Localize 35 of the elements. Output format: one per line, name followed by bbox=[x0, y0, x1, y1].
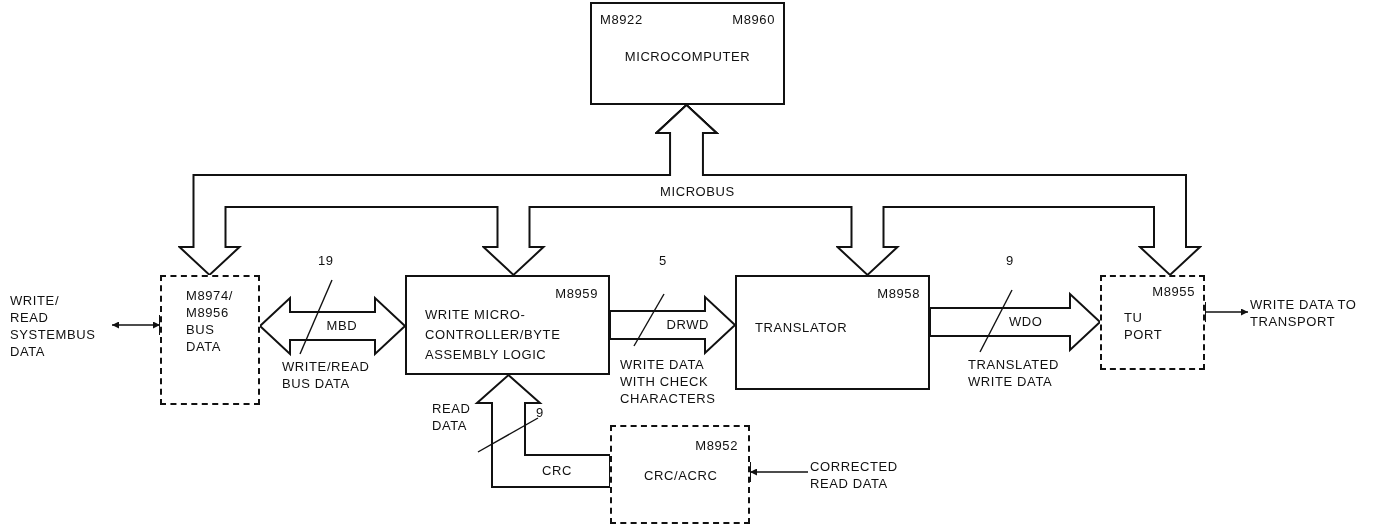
part-number: M8955 bbox=[1152, 283, 1195, 300]
block-box bbox=[405, 275, 610, 375]
bus-label: WDO bbox=[1007, 314, 1045, 329]
part-number: M8959 bbox=[555, 285, 598, 302]
signal-label: TRANSLATED WRITE DATA bbox=[968, 356, 1060, 390]
block-label: MICROCOMPUTER bbox=[623, 48, 752, 65]
signal-label: WRITE/ READ SYSTEMBUS DATA bbox=[10, 292, 96, 360]
signal-label: READ DATA bbox=[432, 400, 471, 434]
bus-width-number: 9 bbox=[1006, 252, 1014, 269]
part-number: M8922 bbox=[600, 11, 643, 28]
part-number: M8960 bbox=[732, 11, 775, 28]
dashed-block-box bbox=[160, 275, 260, 405]
signal-label: WRITE/READ BUS DATA bbox=[282, 358, 371, 392]
dashed-block-box bbox=[1100, 275, 1205, 370]
part-number: M8958 bbox=[877, 285, 920, 302]
bus-arrow bbox=[474, 373, 611, 488]
block-box bbox=[590, 2, 785, 105]
bus-width-number: 5 bbox=[659, 252, 667, 269]
part-number: M8952 bbox=[695, 437, 738, 454]
bus-label: CRC bbox=[540, 463, 574, 478]
block-label: TRANSLATOR bbox=[755, 319, 848, 336]
bus-width-number: 19 bbox=[318, 252, 334, 269]
block-label: CRC/ACRC bbox=[644, 467, 718, 484]
bus-arrow bbox=[655, 104, 1201, 276]
part-number: M8974/ M8956 bbox=[186, 287, 233, 321]
signal-label: WRITE DATA WITH CHECK CHARACTERS bbox=[620, 356, 717, 407]
block-box bbox=[735, 275, 930, 390]
bus-width-number: 9 bbox=[536, 404, 544, 421]
block-label: BUS DATA bbox=[186, 321, 222, 355]
dashed-block-box bbox=[610, 425, 750, 524]
block-label: TU PORT bbox=[1124, 309, 1163, 343]
block-label: WRITE MICRO- CONTROLLER/BYTE ASSEMBLY LOGIC bbox=[425, 306, 562, 364]
bus-name: MICROBUS bbox=[660, 183, 735, 200]
signal-label: WRITE DATA TO TRANSPORT bbox=[1250, 296, 1358, 330]
signal-label: CORRECTED READ DATA bbox=[810, 458, 899, 492]
